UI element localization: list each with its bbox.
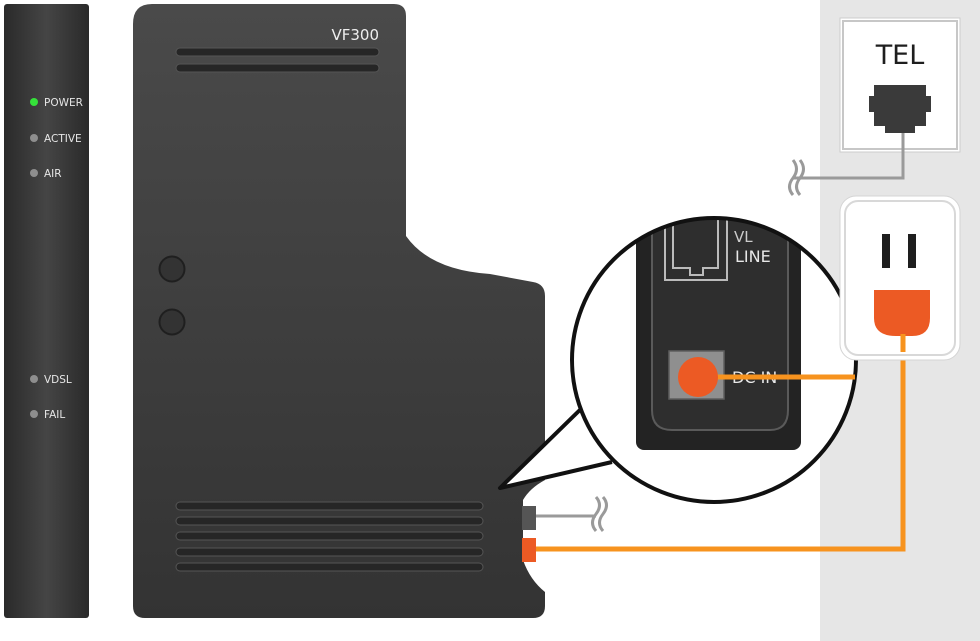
side-buttons [158,255,186,336]
round-button-top [158,255,186,283]
cable-break-icon [591,496,601,532]
dc-in-port [522,538,536,562]
side-unit-body [4,4,89,618]
main-unit-body [133,4,545,618]
led-active-icon [30,134,38,142]
bottom-vents [175,501,484,572]
dc-plug [678,357,718,397]
led-power: POWER [30,97,83,109]
side-unit: POWER ACTIVE AIR VDSL FAIL [4,4,89,618]
led-air-icon [30,169,38,177]
power-outlet [839,195,961,361]
led-power-icon [30,98,38,106]
led-fail-icon [30,410,38,418]
led-air-label: AIR [44,168,62,180]
led-vdsl-icon [30,375,38,383]
zoom-callout: VL LINE DC IN [498,216,858,504]
led-fail: FAIL [30,409,65,421]
round-button-bottom [158,308,186,336]
led-air: AIR [30,168,62,180]
led-power-label: POWER [44,97,83,109]
zoom-pointer [498,402,613,490]
line-jack-icon [664,218,728,281]
modular-jack-icon [869,85,931,133]
phone-cable-wall [788,133,905,196]
outlet-slot-right [908,234,916,268]
power-cable [536,334,906,552]
tel-label: TEL [875,40,925,71]
led-fail-label: FAIL [44,409,65,421]
led-active-label: ACTIVE [44,133,82,145]
top-vents [175,47,380,73]
cable-break-icon-2 [788,159,798,196]
zoom-partial-label: VL [734,228,753,246]
led-vdsl-label: VDSL [44,374,72,386]
phone-cable-device [536,496,608,532]
power-plug-icon [874,290,930,336]
main-unit: VF300 [133,4,545,618]
line-label: LINE [735,247,771,266]
led-active: ACTIVE [30,133,82,145]
line-port [522,506,536,530]
led-vdsl: VDSL [30,374,72,386]
model-label: VF300 [331,26,379,44]
outlet-slot-left [882,234,890,268]
tel-wall-jack: TEL [839,17,961,153]
